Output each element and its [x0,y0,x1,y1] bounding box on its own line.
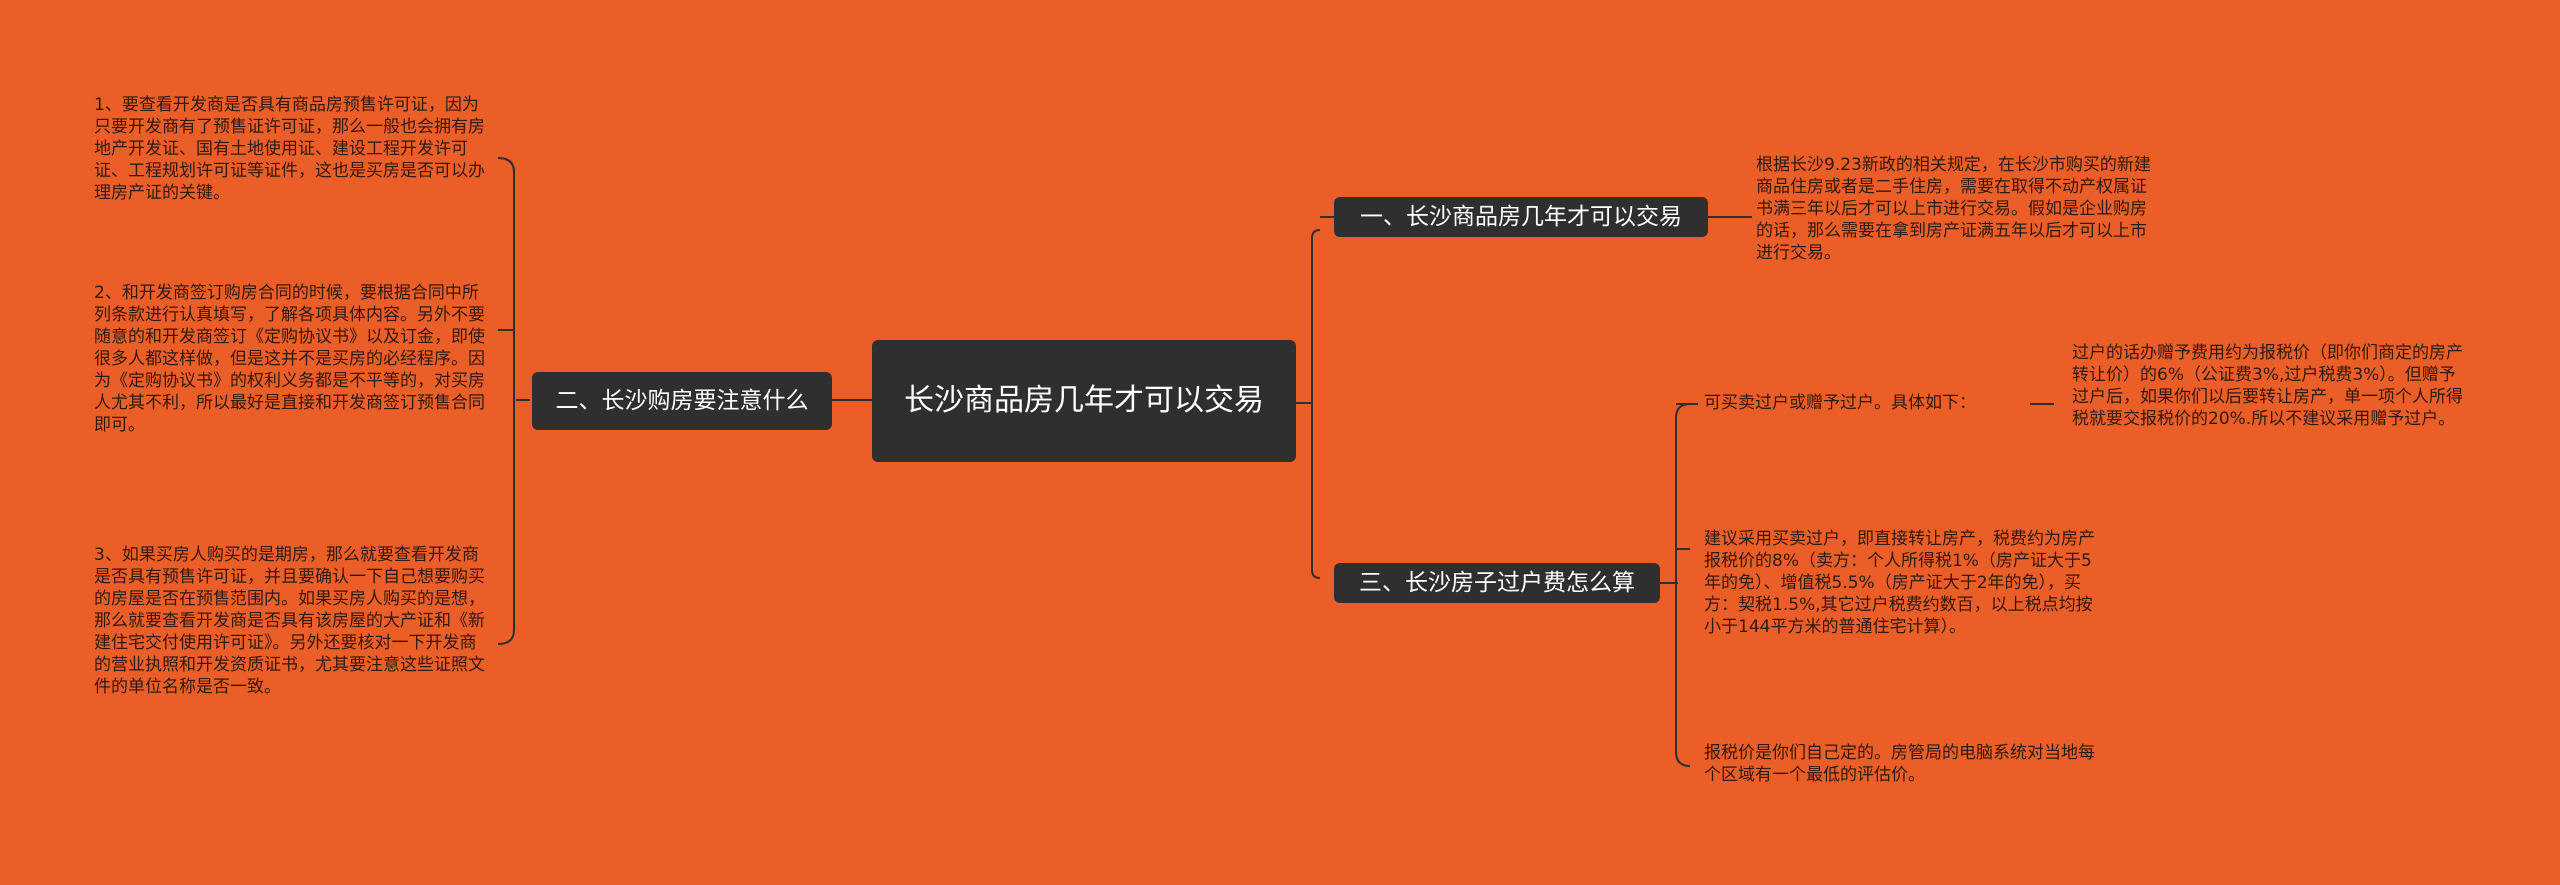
fees-subtext: 过户的话办赠予费用约为报税价（即你们商定的房产转让价）的6%（公证费3%,过户税… [2072,343,2463,429]
branch-fees-label: 三、长沙房子过户费怎么算 [1359,570,1635,596]
notes-item-3: 3、如果买房人购买的是期房，那么就要查看开发商是否具有预售许可证，并且要确认一下… [94,545,485,697]
branch-notes-label: 二、长沙购房要注意什么 [555,388,809,414]
fees-item-2: 建议采用买卖过户，即直接转让房产，税费约为房产报税价的8%（卖方：个人所得税1%… [1704,529,2095,637]
trade-detail-text: 根据长沙9.23新政的相关规定，在长沙市购买的新建商品住房或者是二手住房，需要在… [1756,155,2151,263]
branch-trade-label: 一、长沙商品房几年才可以交易 [1360,204,1682,230]
branch-fees[interactable]: 三、长沙房子过户费怎么算 [1334,563,1660,603]
branch-notes[interactable]: 二、长沙购房要注意什么 [532,372,832,430]
fees-item-3: 报税价是你们自己定的。房管局的电脑系统对当地每个区域有一个最低的评估价。 [1704,743,2095,785]
connector-right-trunk [1311,229,1321,579]
root-topic-label: 长沙商品房几年才可以交易 [904,383,1264,418]
fees-item-1: 可买卖过户或赠予过户。具体如下： [1704,393,1976,413]
notes-item-2: 2、和开发商签订购房合同的时候，要根据合同中所列条款进行认真填写，了解各项具体内… [94,283,485,435]
notes-item-1: 1、要查看开发商是否具有商品房预售许可证，因为只要开发商有了预售证许可证，那么一… [94,95,485,203]
root-topic[interactable]: 长沙商品房几年才可以交易 [872,340,1296,462]
branch-trade[interactable]: 一、长沙商品房几年才可以交易 [1334,197,1708,237]
connector-fees-leaves [1675,403,1691,767]
connector-notes-leaves [497,157,515,645]
